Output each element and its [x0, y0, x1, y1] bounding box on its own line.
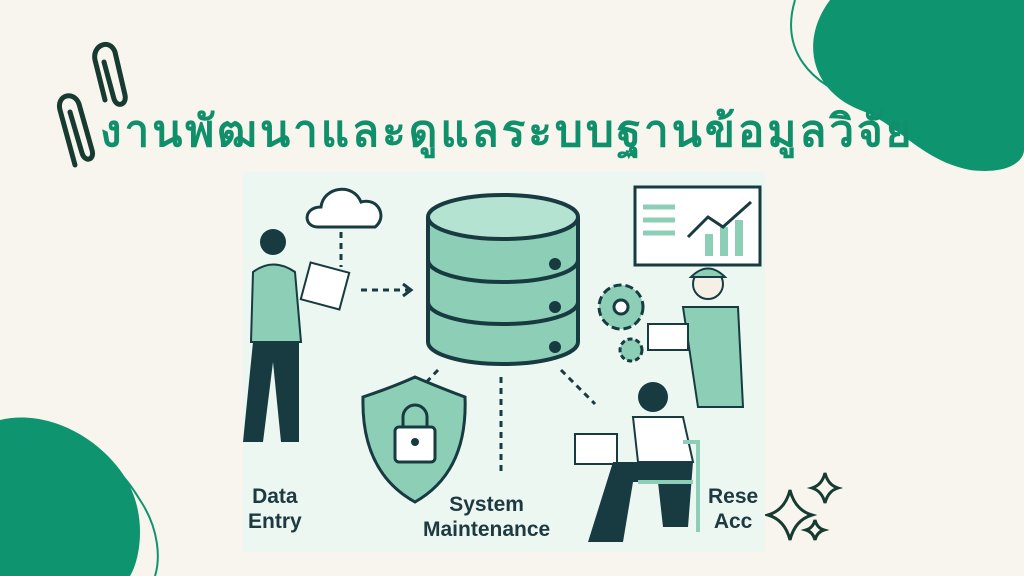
- blob-bottom-left: [0, 417, 140, 576]
- page-title: งานพัฒนาและดูแลระบบฐานข้อมูลวิจัย: [100, 106, 915, 157]
- label-line: Maintenance: [423, 518, 551, 541]
- label-line: Acc: [713, 510, 753, 533]
- cloud-icon: [305, 187, 383, 229]
- label-line: Entry: [248, 510, 302, 533]
- label-system-maintenance: System Maintenance: [423, 492, 550, 542]
- label-line: Data: [252, 485, 298, 508]
- shield-lock-icon: [361, 375, 467, 504]
- illustration-panel: Data Entry System Maintenance Rese Acc: [243, 172, 765, 552]
- label-data-entry: Data Entry: [248, 484, 302, 534]
- database-icon: [426, 193, 580, 366]
- paperclip-icon: [56, 41, 128, 168]
- chart-board-icon: [633, 185, 762, 267]
- label-line: Rese: [708, 485, 759, 508]
- label-research-access: Rese Acc: [708, 484, 758, 534]
- woman-figure: [243, 229, 351, 442]
- sparkle-icon: [762, 472, 844, 541]
- gear-icon: [597, 283, 645, 363]
- researcher-figure: [574, 382, 700, 542]
- label-line: System: [449, 493, 524, 516]
- database-illustration: [243, 185, 762, 542]
- engineer-figure: [647, 267, 745, 408]
